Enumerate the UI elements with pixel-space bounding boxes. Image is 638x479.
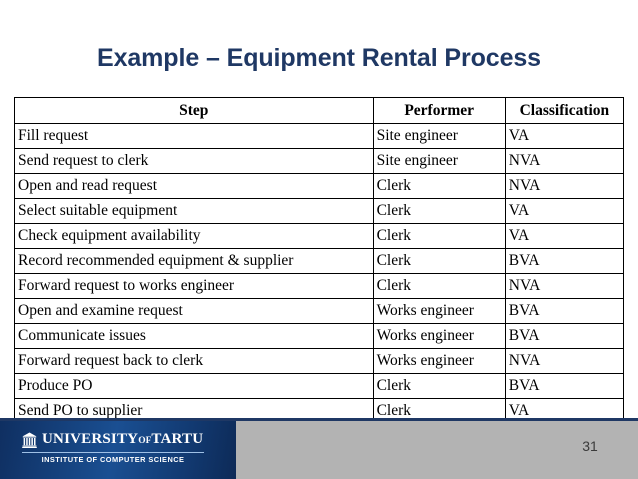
university-logo: UNIVERSITYOFTARTU INSTITUTE OF COMPUTER … [0,421,236,479]
table-header-row: Step Performer Classification [14,97,625,124]
page-number: 31 [582,438,598,454]
cell-step: Check equipment availability [14,223,374,249]
page-title: Example – Equipment Rental Process [97,44,541,72]
table-row: Forward request back to clerk Works engi… [14,348,625,374]
cell-performer: Clerk [372,173,506,199]
cell-step: Open and read request [14,173,374,199]
cell-step: Communicate issues [14,323,374,349]
table-row: Send request to clerk Site engineer NVA [14,148,625,174]
cell-performer: Site engineer [372,123,506,149]
cell-performer: Works engineer [372,348,506,374]
footer-divider-rule [0,418,638,421]
cell-classification: NVA [504,348,625,374]
cell-classification: BVA [504,323,625,349]
column-header-step: Step [14,97,374,124]
classical-building-icon [22,432,37,448]
cell-classification: BVA [504,373,625,399]
institute-subtitle: INSTITUTE OF COMPUTER SCIENCE [41,455,185,464]
cell-classification: NVA [504,273,625,299]
cell-classification: VA [504,123,625,149]
table-row: Fill request Site engineer VA [14,123,625,149]
cell-performer: Works engineer [372,298,506,324]
cell-performer: Clerk [372,273,506,299]
cell-step: Record recommended equipment & supplier [14,248,374,274]
cell-performer: Site engineer [372,148,506,174]
column-header-performer: Performer [372,97,506,124]
logo-divider [22,452,204,453]
cell-step: Select suitable equipment [14,198,374,224]
cell-performer: Clerk [372,373,506,399]
table-row: Forward request to works engineer Clerk … [14,273,625,299]
cell-step: Open and examine request [14,298,374,324]
column-header-classification: Classification [504,97,625,124]
table-row: Produce PO Clerk BVA [14,373,625,399]
cell-performer: Works engineer [372,323,506,349]
cell-classification: BVA [504,248,625,274]
wordmark-of: OF [138,436,152,446]
wordmark-university: UNIVERSITY [42,431,139,447]
university-wordmark: UNIVERSITYOFTARTU [42,431,203,449]
cell-step: Forward request back to clerk [14,348,374,374]
cell-classification: BVA [504,298,625,324]
cell-classification: NVA [504,148,625,174]
table-row: Open and read request Clerk NVA [14,173,625,199]
cell-classification: NVA [504,173,625,199]
table-row: Communicate issues Works engineer BVA [14,323,625,349]
cell-classification: VA [504,198,625,224]
table-row: Select suitable equipment Clerk VA [14,198,625,224]
table-row: Record recommended equipment & supplier … [14,248,625,274]
equipment-rental-table: Step Performer Classification Fill reque… [14,97,625,424]
table-row: Check equipment availability Clerk VA [14,223,625,249]
cell-step: Forward request to works engineer [14,273,374,299]
cell-performer: Clerk [372,198,506,224]
cell-step: Produce PO [14,373,374,399]
cell-step: Fill request [14,123,374,149]
cell-performer: Clerk [372,248,506,274]
cell-classification: VA [504,223,625,249]
wordmark-tartu: TARTU [151,431,204,447]
cell-performer: Clerk [372,223,506,249]
table-row: Open and examine request Works engineer … [14,298,625,324]
cell-step: Send request to clerk [14,148,374,174]
